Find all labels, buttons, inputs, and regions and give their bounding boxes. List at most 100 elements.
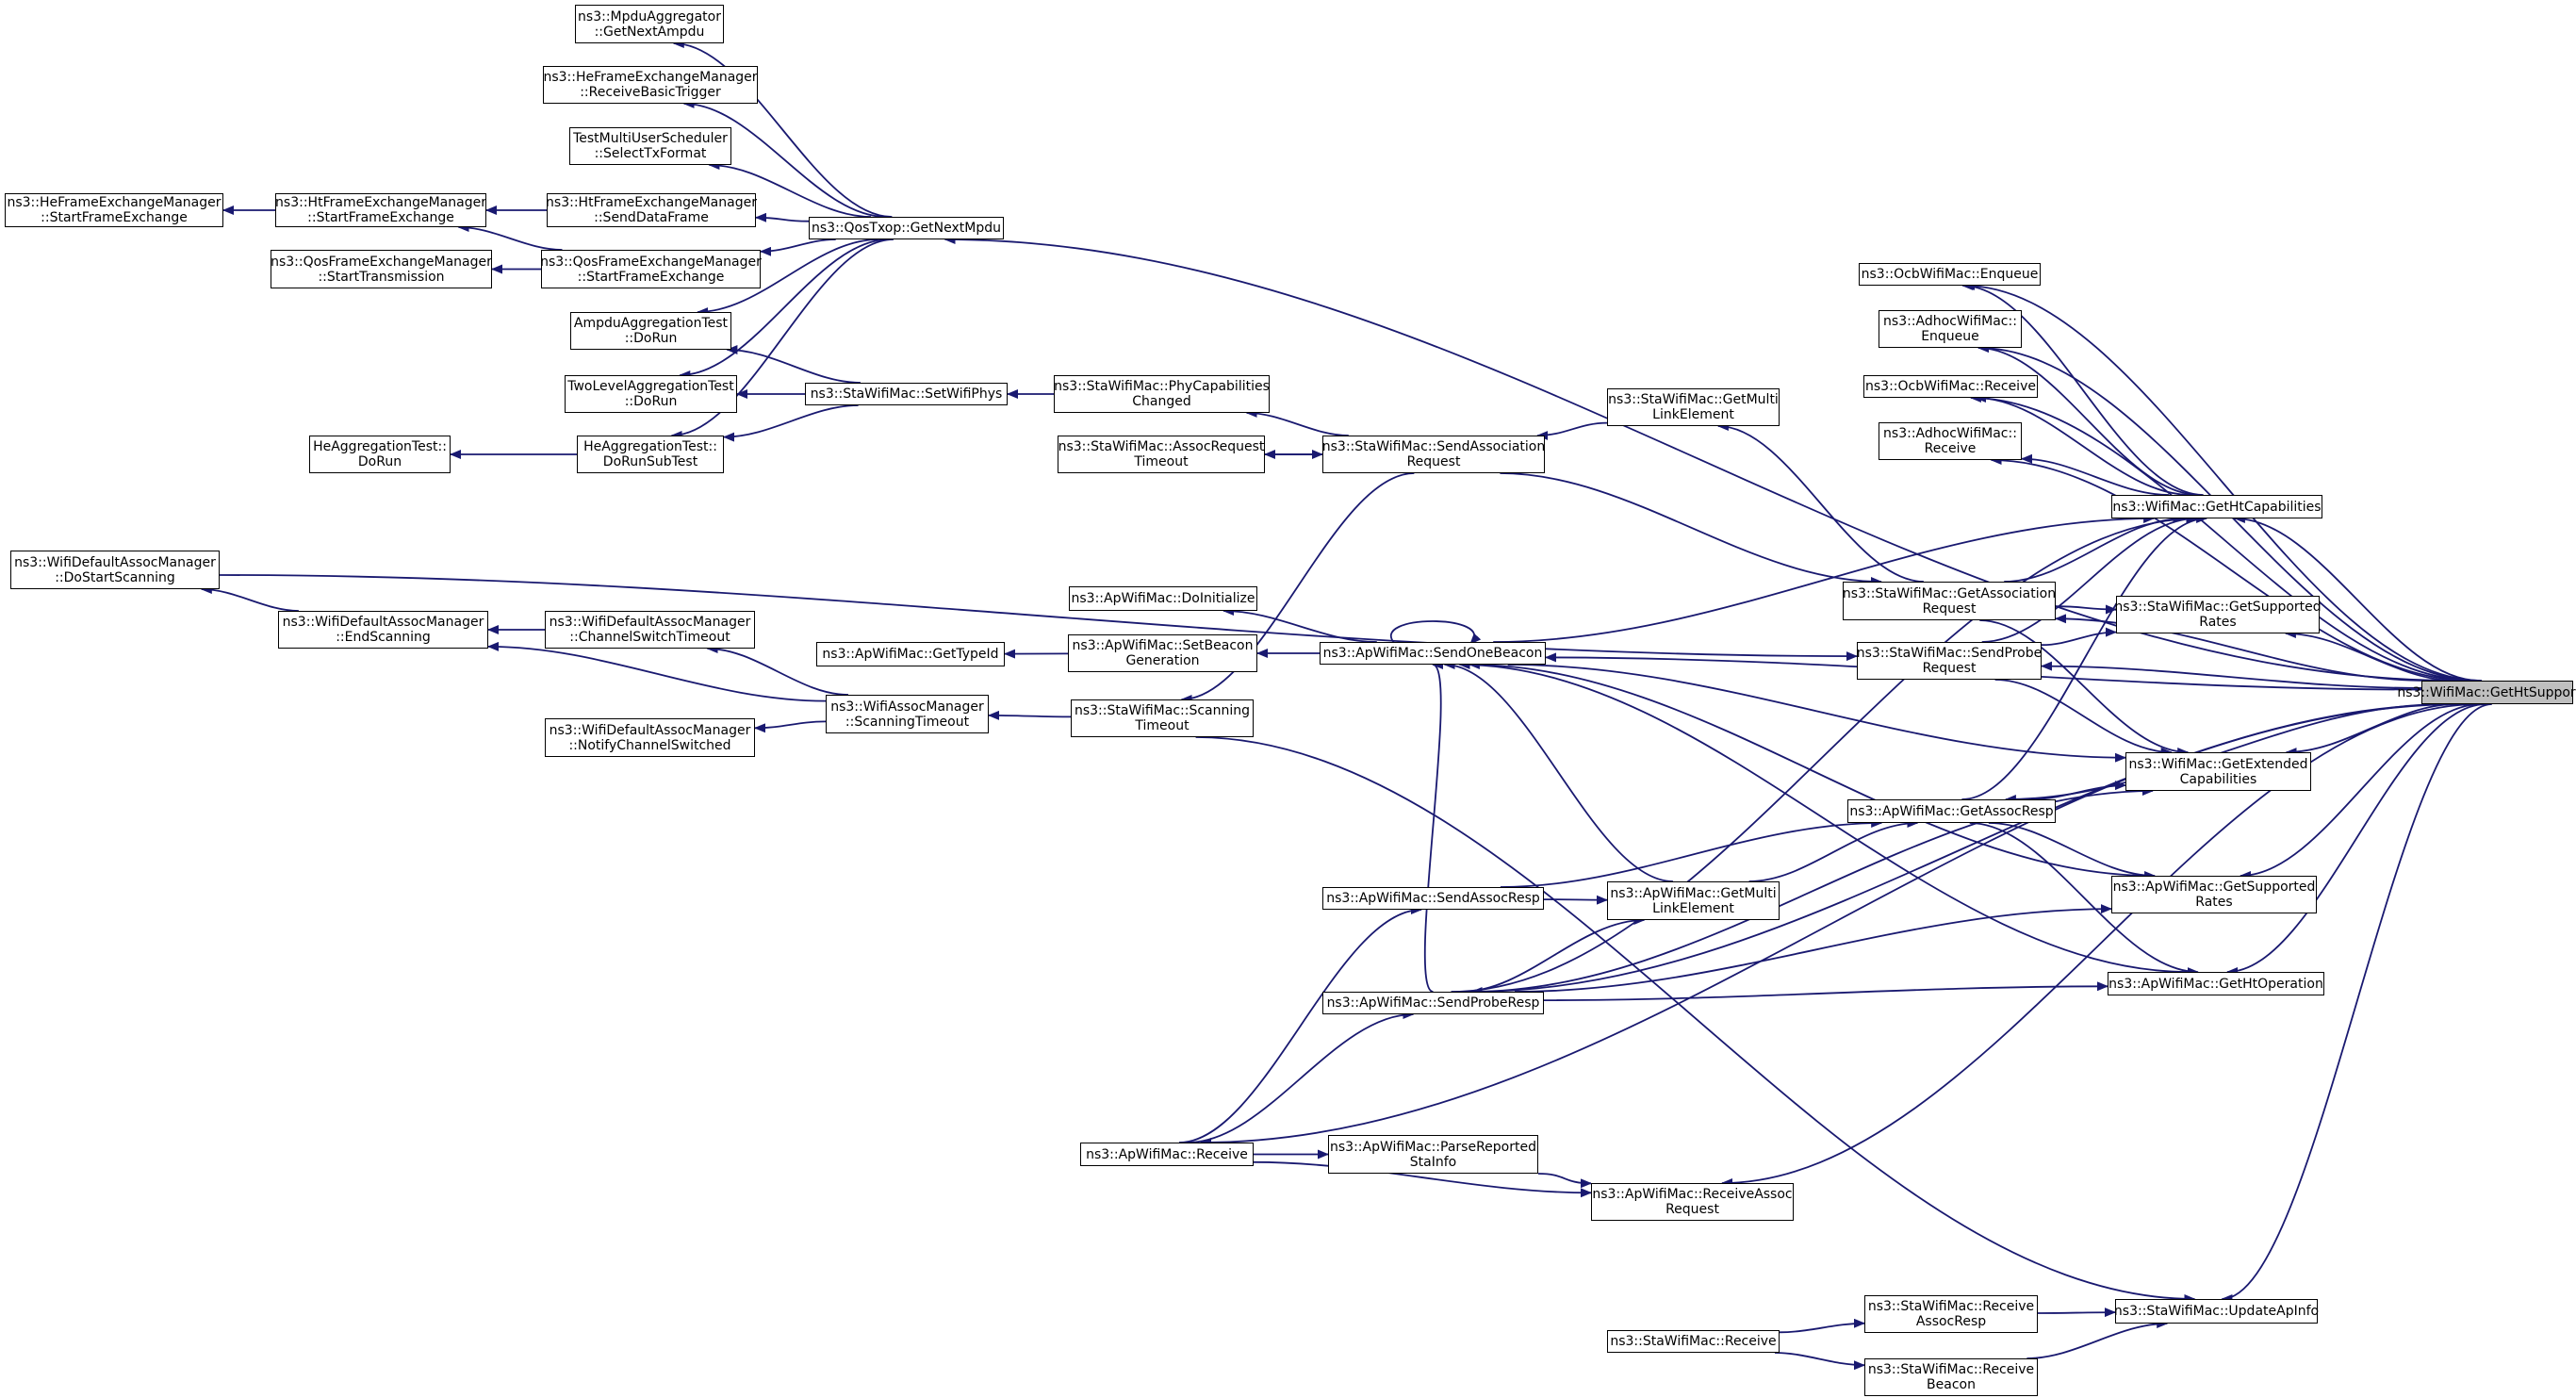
call-edge-sendonebeacon-to-getextcap <box>1507 664 2126 763</box>
call-edge-qostxop-to-herecvbasic <box>682 99 887 218</box>
node-label-line: ns3::QosFrameExchangeManager <box>271 254 492 270</box>
call-edge-qostxop-to-mpduagg <box>672 39 893 218</box>
node-label-line: ns3::OcbWifiMac::Enqueue <box>1861 267 2039 282</box>
node-adhocreceive[interactable]: ns3::AdhocWifiMac::Receive <box>1879 422 2022 460</box>
call-edge-getassocreq-to-gethtcap <box>2004 514 2185 583</box>
node-label-line: ns3::HtFrameExchangeManager <box>546 195 757 210</box>
node-label-line: HeAggregationTest:: <box>583 439 717 454</box>
node-sendassocresp[interactable]: ns3::ApWifiMac::SendAssocResp <box>1322 887 1544 910</box>
call-edge-apreceive-to-recvassocreq <box>1253 1160 1592 1198</box>
node-ocbenqueue[interactable]: ns3::OcbWifiMac::Enqueue <box>1859 263 2041 286</box>
node-qostxop[interactable]: ns3::QosTxop::GetNextMpdu <box>809 217 1004 239</box>
node-ampdutest[interactable]: AmpduAggregationTest::DoRun <box>570 312 731 350</box>
node-label-line: LinkElement <box>1652 407 1734 422</box>
node-label-line: ns3::WifiDefaultAssocManager <box>14 554 216 570</box>
node-qosstarttx[interactable]: ns3::QosFrameExchangeManager::StartTrans… <box>271 250 492 288</box>
call-edge-apreceive-to-sendproberesp <box>1187 1010 1415 1143</box>
node-hedorun[interactable]: HeAggregationTest::DoRun <box>309 436 451 473</box>
node-scanningtimeout[interactable]: ns3::WifiAssocManager::ScanningTimeout <box>826 695 989 733</box>
node-hedorunsub[interactable]: HeAggregationTest::DoRunSubTest <box>577 436 724 473</box>
node-chswitchtimeout[interactable]: ns3::WifiDefaultAssocManager::ChannelSwi… <box>545 611 755 649</box>
call-edge-sendassocresp-to-getassocresp <box>1500 818 1883 888</box>
call-edge-sendprobereq-to-gethtcap <box>1981 514 2198 643</box>
call-edge-scanningtimeout-to-notifychswitched <box>754 720 827 733</box>
node-label-line: DoRunSubTest <box>602 454 698 469</box>
call-edge-gethtsupported-to-gethtop <box>2226 703 2486 977</box>
node-label-line: StaInfo <box>1409 1154 1457 1170</box>
node-sendonebeacon[interactable]: ns3::ApWifiMac::SendOneBeacon <box>1320 642 1546 665</box>
call-edge-stascantimeout-to-scanningtimeout <box>988 710 1072 720</box>
node-label-line: ns3::StaWifiMac::Receive <box>1867 1362 2035 1377</box>
node-htsenddata[interactable]: ns3::HtFrameExchangeManager::SendDataFra… <box>546 193 757 227</box>
node-sendproberesp[interactable]: ns3::ApWifiMac::SendProbeResp <box>1322 992 1544 1014</box>
node-adhocenqueue[interactable]: ns3::AdhocWifiMac::Enqueue <box>1879 310 2022 348</box>
node-label-line: ns3::WifiMac::GetExtended <box>2128 756 2308 772</box>
call-edge-sendassocreq-to-phycap <box>1245 408 1349 436</box>
node-label-line: ns3::WifiDefaultAssocManager <box>549 615 751 630</box>
call-edge-getassocresp-to-gethtcap <box>1961 514 2208 800</box>
node-label-line: Changed <box>1132 394 1191 409</box>
node-qosstartfe[interactable]: ns3::QosFrameExchangeManager::StartFrame… <box>540 250 762 288</box>
node-label-line: ns3::StaWifiMac::Receive <box>1610 1334 1777 1349</box>
node-label-line: Receive <box>1924 441 1977 456</box>
node-notifychswitched[interactable]: ns3::WifiDefaultAssocManager::NotifyChan… <box>545 718 755 757</box>
node-gethtsupported[interactable]: ns3::WifiMac::GetHtSupported <box>2397 681 2576 704</box>
node-label-line: ns3::ApWifiMac::GetMulti <box>1610 885 1777 901</box>
call-edge-gethtsupported-to-adhocreceive <box>1990 455 2472 682</box>
node-endscanning[interactable]: ns3::WifiDefaultAssocManager::EndScannin… <box>278 611 488 649</box>
node-setwifiphys[interactable]: ns3::StaWifiMac::SetWifiPhys <box>805 383 1008 405</box>
node-hestart[interactable]: ns3::HeFrameExchangeManager::StartFrameE… <box>5 193 223 227</box>
call-edge-gethtsupported-to-recvassocreq <box>1721 703 2479 1188</box>
call-edge-qostxop-to-ampdutest <box>697 238 878 317</box>
node-label-line: ::GetNextAmpdu <box>594 24 705 40</box>
call-edge-starecvbeacon-to-updateapinfo <box>2026 1319 2169 1359</box>
node-testmulti[interactable]: TestMultiUserScheduler::SelectTxFormat <box>569 127 731 165</box>
node-label-line: ns3::ApWifiMac::SendAssocResp <box>1326 891 1540 906</box>
call-edge-sendassocresp-to-apgetmulti <box>1543 895 1608 905</box>
node-ocbreceive[interactable]: ns3::OcbWifiMac::Receive <box>1863 375 2038 398</box>
node-mpduagg[interactable]: ns3::MpduAggregator::GetNextAmpdu <box>575 5 724 43</box>
node-label-line: ns3::WifiDefaultAssocManager <box>282 615 484 630</box>
node-stareceive[interactable]: ns3::StaWifiMac::Receive <box>1607 1330 1780 1353</box>
node-twoleveltest[interactable]: TwoLevelAggregationTest::DoRun <box>565 375 737 413</box>
call-edge-qosstartfe-to-htstart <box>457 222 563 251</box>
call-edge-sendonebeacon-to-apdoinit <box>1222 606 1377 643</box>
node-gethtop[interactable]: ns3::ApWifiMac::GetHtOperation <box>2108 972 2324 995</box>
node-label-line: ns3::HeFrameExchangeManager <box>543 70 758 85</box>
call-edge-scanningtimeout-to-endscanning <box>487 641 827 702</box>
node-gettypeid[interactable]: ns3::ApWifiMac::GetTypeId <box>816 642 1005 666</box>
node-updateapinfo[interactable]: ns3::StaWifiMac::UpdateApInfo <box>2114 1299 2319 1324</box>
node-apdoinit[interactable]: ns3::ApWifiMac::DoInitialize <box>1069 586 1257 611</box>
node-htstart[interactable]: ns3::HtFrameExchangeManager::StartFrameE… <box>275 193 486 227</box>
node-getassocresp[interactable]: ns3::ApWifiMac::GetAssocResp <box>1847 799 2056 823</box>
call-edge-stareceive-to-starecvassocresp <box>1779 1318 1865 1334</box>
node-label-line: AssocResp <box>1915 1314 1987 1329</box>
node-label-line: ns3::ApWifiMac::Receive <box>1086 1146 1248 1162</box>
call-edge-getassocreq-to-stagetsuprates <box>2055 604 2117 615</box>
call-edge-stascantimeout-to-updateapinfo <box>1195 736 2196 1304</box>
call-edge-sendproberesp-to-gethtcap <box>1451 514 2200 993</box>
call-edge-gethtcap-to-adhocreceive <box>2021 453 2170 496</box>
node-label-line: ns3::StaWifiMac::GetMulti <box>1608 392 1779 407</box>
node-herecvbasic[interactable]: ns3::HeFrameExchangeManager::ReceiveBasi… <box>543 66 758 104</box>
node-label-line: ns3::WifiAssocManager <box>830 699 984 715</box>
node-dostartscan[interactable]: ns3::WifiDefaultAssocManager::DoStartSca… <box>10 551 220 589</box>
node-apreceive[interactable]: ns3::ApWifiMac::Receive <box>1080 1143 1254 1166</box>
node-gethtcap[interactable]: ns3::WifiMac::GetHtCapabilities <box>2111 495 2322 518</box>
